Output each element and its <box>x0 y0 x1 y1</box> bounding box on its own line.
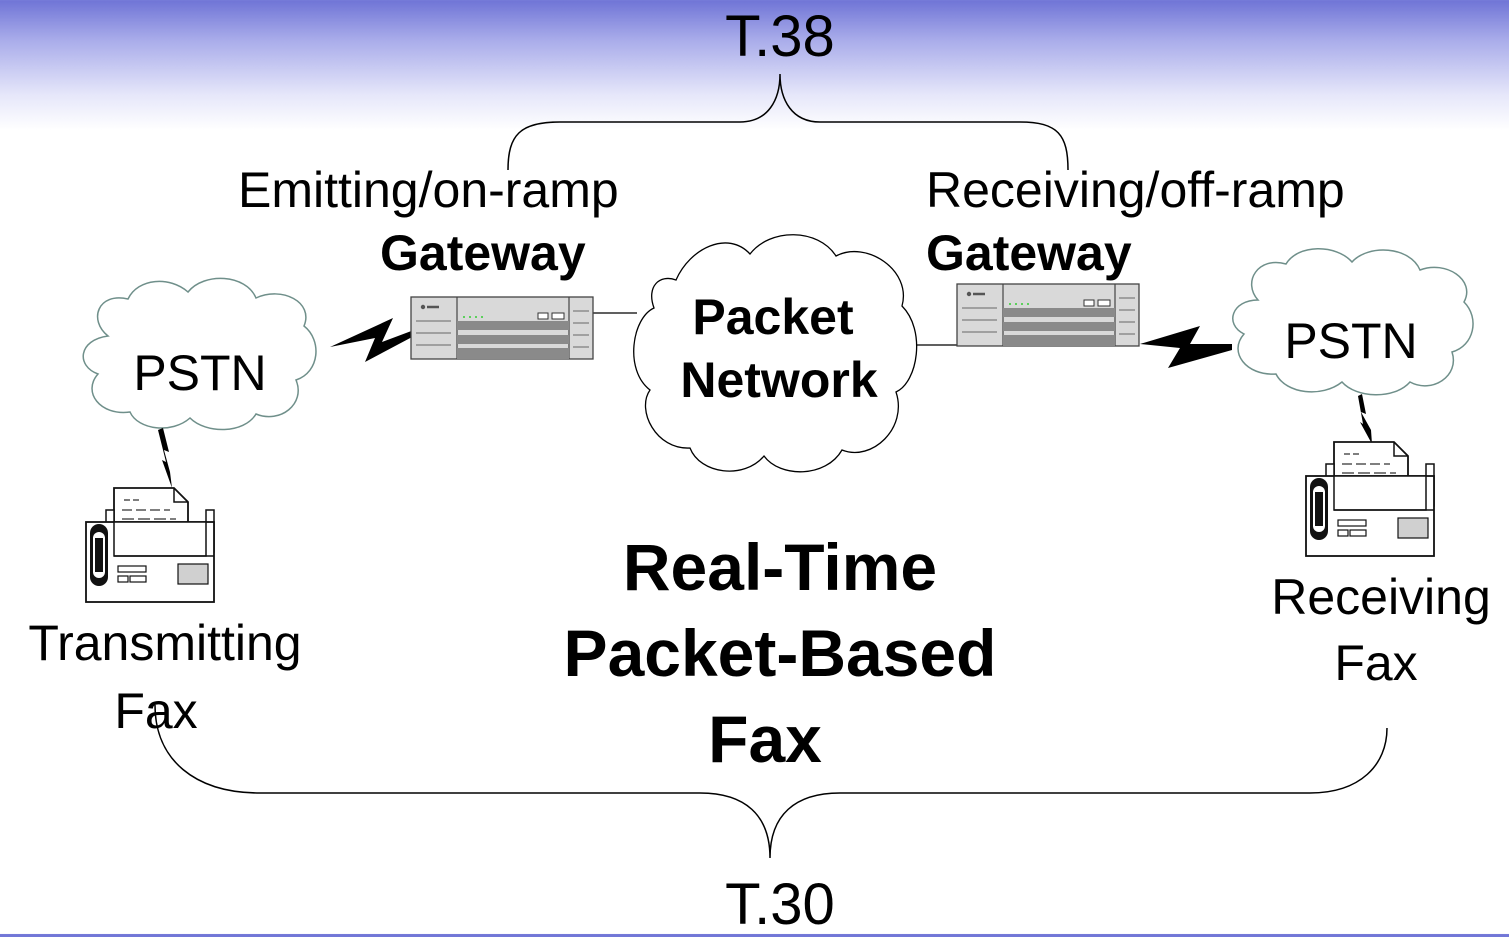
title-line2: Packet-Based <box>563 615 997 690</box>
right-pstn-label: PSTN <box>1284 313 1418 369</box>
left-pstn-label: PSTN <box>133 345 267 401</box>
receiving-fax-line2: Fax <box>1334 635 1418 691</box>
receiving-fax-line1: Receiving <box>1271 569 1491 625</box>
t38-label: T.38 <box>725 4 835 69</box>
t38-brace <box>507 73 1069 171</box>
packet-network-line1: Packet <box>692 289 854 345</box>
diagram-title: Real-Time Packet-Based Fax <box>520 525 1040 782</box>
packet-network-line2: Network <box>680 352 878 408</box>
t30-brace <box>154 704 1388 859</box>
emitting-gateway-role: Emitting/on-ramp <box>238 162 619 218</box>
emitting-gateway-icon <box>409 295 595 361</box>
title-line3: Fax <box>708 701 822 776</box>
left-pstn-cloud <box>82 277 317 431</box>
t30-label: T.30 <box>725 872 835 937</box>
emitting-gateway-name: Gateway <box>380 225 586 281</box>
left-lightning-icon <box>330 318 414 362</box>
right-pstn-cloud <box>1232 248 1474 396</box>
receiving-gateway-icon <box>955 282 1141 348</box>
packet-network-cloud <box>633 234 918 473</box>
transmitting-fax-line2: Fax <box>114 683 198 739</box>
right-lightning-icon <box>1140 326 1232 368</box>
transmitting-fax-icon <box>85 487 215 603</box>
left-fax-lightning-icon <box>158 428 172 488</box>
title-line1: Real-Time <box>622 530 938 604</box>
receiving-fax-icon <box>1305 441 1435 557</box>
transmitting-fax-line1: Transmitting <box>28 615 302 671</box>
receiving-gateway-role: Receiving/off-ramp <box>926 162 1345 218</box>
right-fax-lightning-icon <box>1358 394 1372 444</box>
receiving-gateway-name: Gateway <box>926 225 1132 281</box>
